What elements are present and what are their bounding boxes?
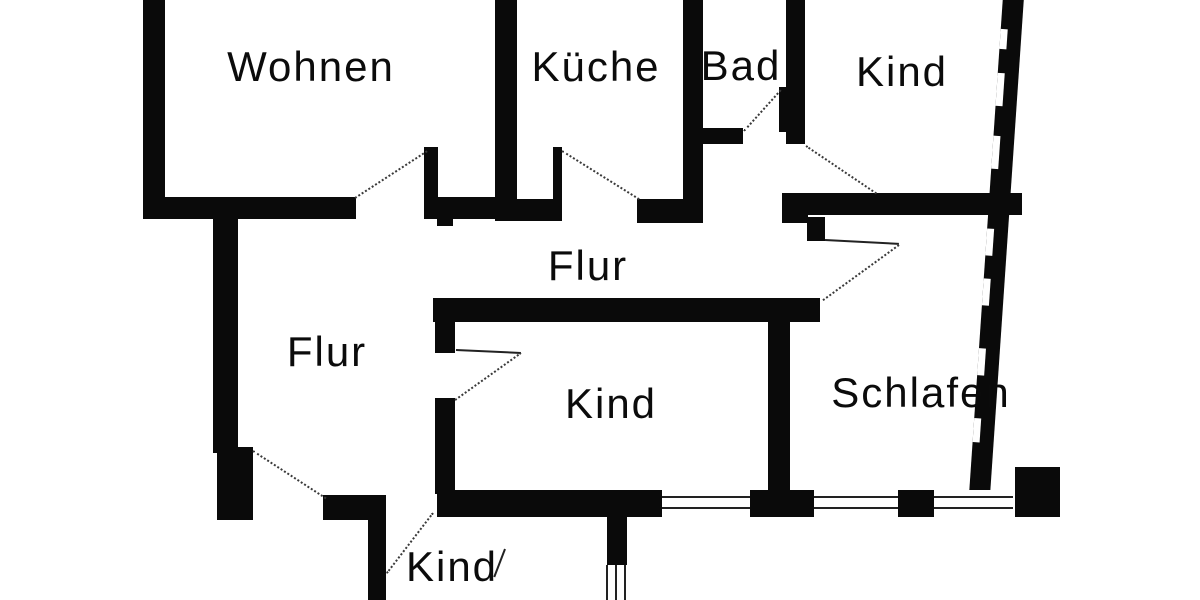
room-label-schlafen: Schlafen	[831, 369, 1011, 416]
window-tick	[995, 72, 1005, 107]
window-pane	[662, 496, 750, 498]
wall-kind-bottom-top-piece	[323, 495, 386, 520]
window-tick	[985, 228, 995, 256]
wall-kind-schlafen-divider	[768, 322, 790, 494]
room-label-kind-top-right: Kind	[855, 48, 949, 95]
wall-bottom-right-corner	[1015, 467, 1060, 517]
window-kind-center	[662, 490, 750, 517]
room-label-flur-left: Flur	[286, 328, 368, 375]
door-leaf-wohnen	[424, 147, 438, 219]
window-pane	[662, 507, 750, 509]
wall-kueche-bad-divider	[683, 0, 703, 223]
window-tick	[981, 278, 991, 306]
door-line	[615, 565, 617, 600]
window-schlafen-1	[814, 490, 898, 517]
window-schlafen-2	[934, 490, 1013, 517]
room-label-kind-center: Kind	[564, 380, 658, 427]
room-label-wohnen: Wohnen	[227, 43, 395, 90]
window-pane	[934, 496, 1013, 498]
wall-schlafen-top	[786, 193, 1022, 215]
wall-wohnen-bottom-left	[143, 197, 356, 219]
door-leaf-kind-center	[455, 349, 521, 354]
door-line	[624, 565, 626, 600]
wall-bottom-segment-2	[750, 490, 814, 517]
wall-kind-center-left-lower	[435, 398, 455, 494]
door-swing-kind-center	[454, 352, 522, 401]
window-pane	[934, 507, 1013, 509]
door-leaf-bad	[779, 87, 792, 132]
door-swing-bad	[743, 89, 782, 132]
wall-entrance-stub	[607, 517, 627, 567]
window-pane	[814, 507, 898, 509]
wall-flur-bottom	[433, 298, 820, 322]
window-pane	[814, 496, 898, 498]
wall-kueche-bottom-right	[637, 199, 703, 223]
room-label-flur-main: Flur	[547, 242, 629, 289]
door-swing-schlafen	[822, 244, 900, 302]
wall-outer-right-slanted	[968, 0, 1024, 509]
door-swing-kueche	[561, 150, 640, 201]
room-label-bad: Bad	[700, 42, 782, 89]
wall-schlafen-top-left-step	[807, 217, 825, 241]
door-leaf-kueche	[553, 147, 562, 202]
wall-wohnen-bottom-right	[437, 197, 497, 219]
wall-flur-left	[213, 218, 238, 453]
wall-bad-bottom-stub	[697, 128, 743, 144]
door-swing-kind-top-right	[805, 145, 878, 195]
wall-kind-center-left-upper	[435, 322, 455, 353]
wall-flur-left-foot	[217, 447, 253, 520]
wall-tick-below-wohnen	[437, 218, 453, 226]
door-leaf-schlafen	[824, 239, 899, 245]
room-label-kueche: Küche	[531, 43, 661, 90]
window-tick	[999, 28, 1008, 50]
wall-kueche-bottom-left	[495, 199, 562, 221]
door-swing-flur-left	[252, 450, 327, 500]
door-line	[606, 565, 608, 600]
window-tick	[991, 135, 1001, 170]
entrance-door	[604, 565, 630, 600]
wall-wohnen-kueche-divider	[495, 0, 517, 219]
wall-wohnen-left	[143, 0, 165, 219]
wall-bottom-segment-1	[437, 490, 662, 517]
door-swing-wohnen	[354, 150, 428, 199]
wall-bottom-segment-3	[898, 490, 934, 517]
window-tick	[972, 418, 982, 443]
wall-kind-bottom-left	[368, 513, 386, 600]
room-label-kind-bottom: Kind	[405, 543, 499, 590]
